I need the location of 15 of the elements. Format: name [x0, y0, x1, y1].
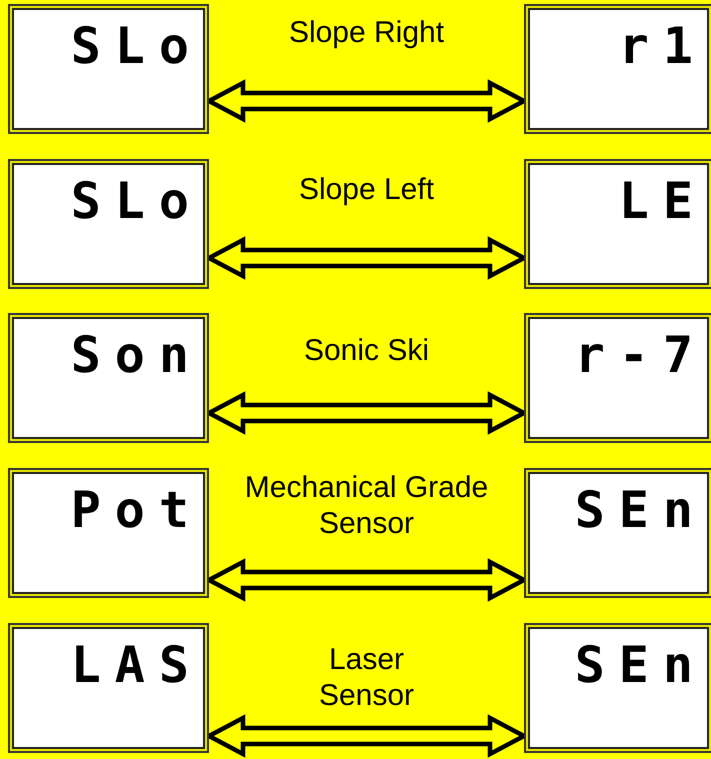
segment-readout: SEn — [574, 480, 707, 540]
segment-readout: r1 — [618, 16, 707, 76]
segment-readout: LE — [618, 171, 707, 231]
edge-label: Slope Right — [288, 15, 446, 51]
segment-readout: SLo — [70, 16, 203, 76]
segment-readout: SEn — [574, 635, 707, 695]
edge-label: Mechanical Grade Sensor — [244, 470, 490, 542]
edge-label: Laser Sensor — [318, 642, 416, 714]
edge-label: Sonic Ski — [302, 333, 430, 369]
edge-label: Slope Left — [298, 172, 436, 208]
segment-readout: Son — [70, 325, 203, 385]
segment-readout: Pot — [70, 480, 203, 540]
segment-readout: LAS — [70, 635, 203, 695]
segment-readout: r-7 — [574, 325, 707, 385]
segment-readout: SLo — [70, 171, 203, 231]
